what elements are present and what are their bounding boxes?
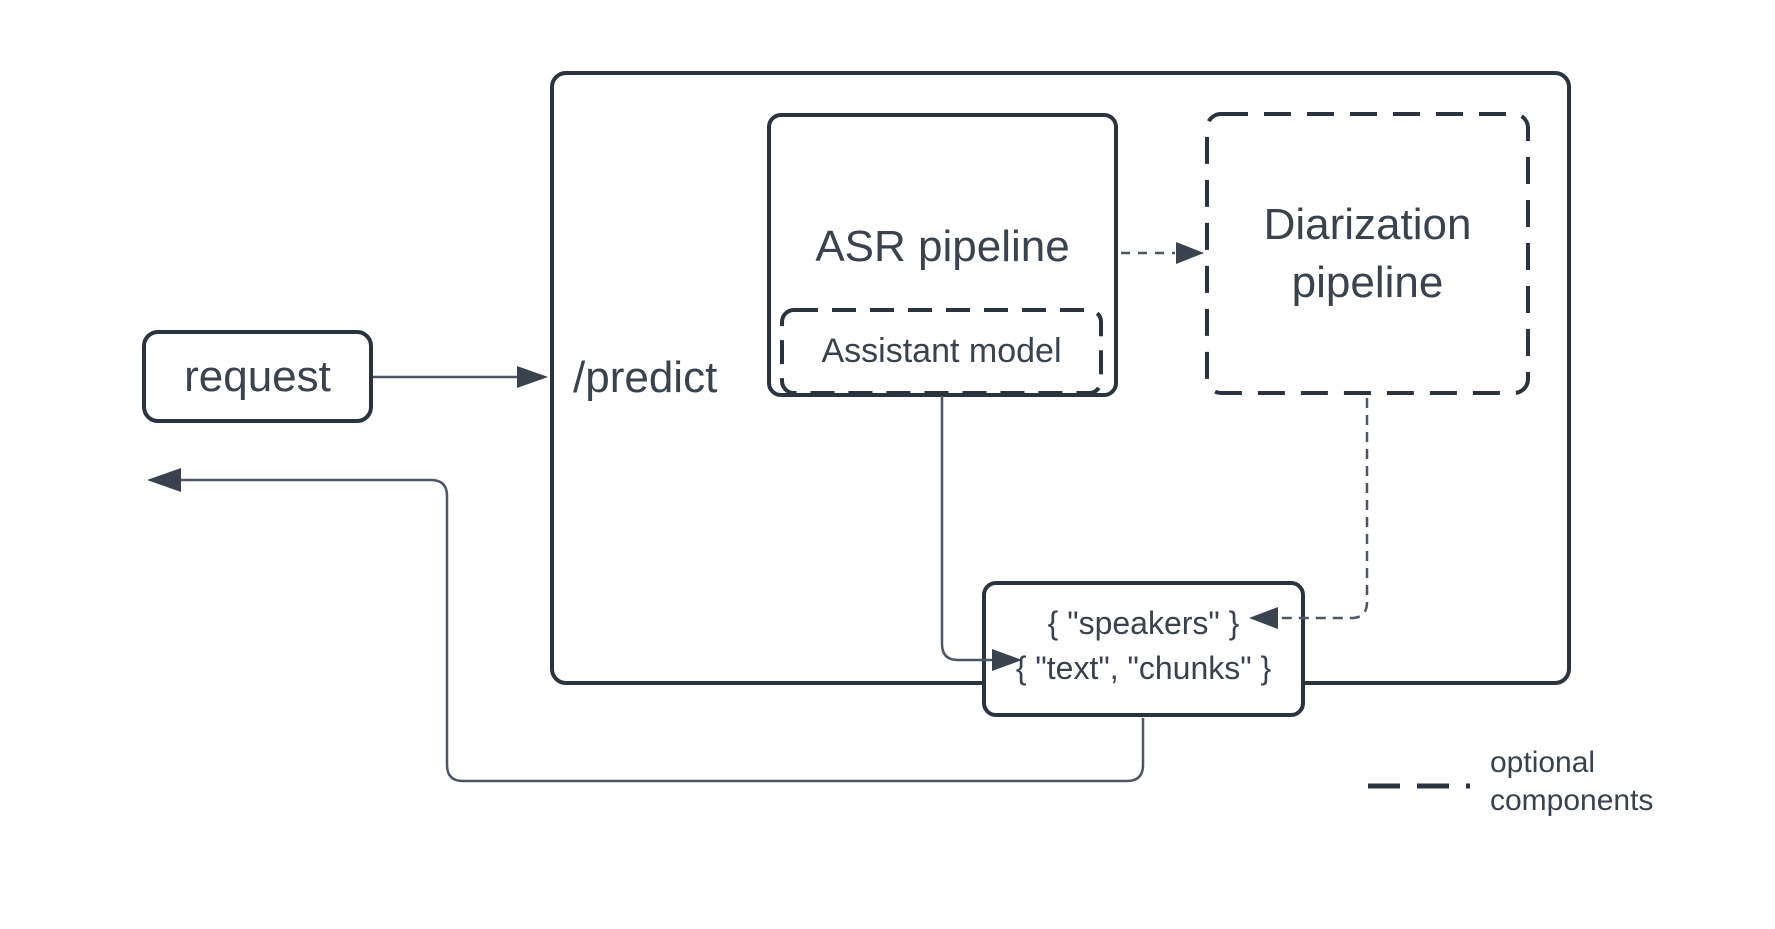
diarization-pipeline-label: Diarization pipeline [1207,196,1528,312]
predict-endpoint-label: /predict [573,353,718,402]
text-chunks-payload-text: { "text", "chunks" } [1015,650,1272,686]
request-node: request [142,330,373,423]
diarization-label-line1: Diarization [1263,200,1472,249]
asr-pipeline-label: ASR pipeline [815,222,1070,271]
assistant-model-label: Assistant model [821,332,1062,370]
legend-label-line2: components [1490,784,1654,817]
speakers-payload-text: { "speakers" } [1047,605,1240,641]
legend-label: optional components [1490,744,1653,820]
diarization-label-line2: pipeline [1291,258,1444,307]
request-label: request [184,351,331,401]
arrowhead-request-to-predict [517,366,548,388]
legend-label-line1: optional [1490,746,1596,779]
response-payload-node: { "speakers" } { "text", "chunks" } [982,581,1305,717]
arrowhead-response-return [147,468,181,492]
